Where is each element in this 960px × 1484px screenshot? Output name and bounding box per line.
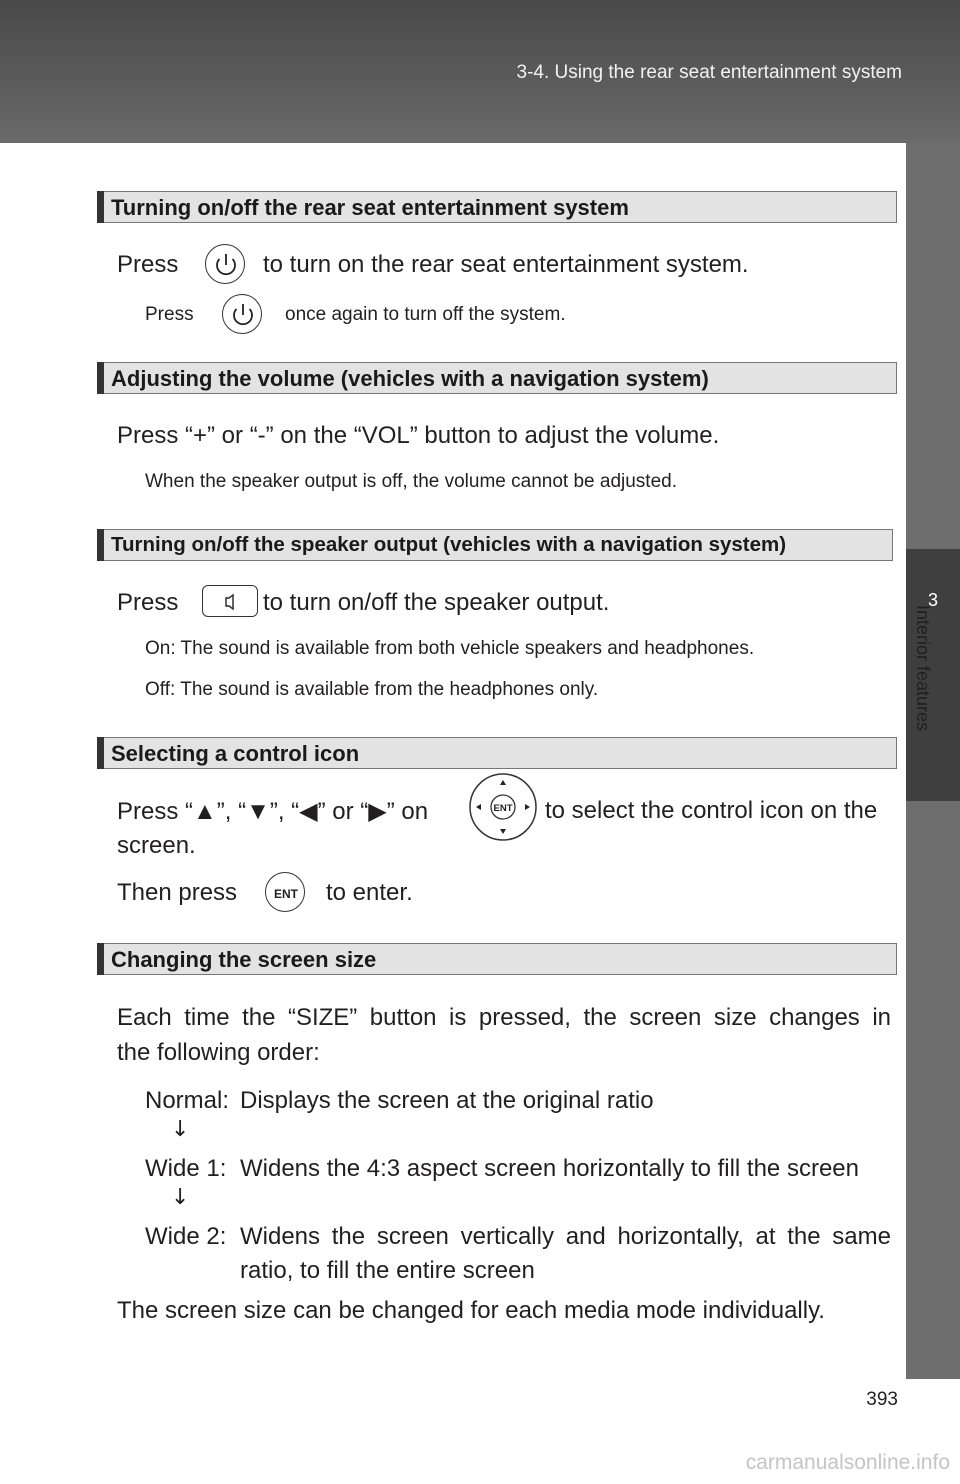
screen-size-intro-line1: Each time the “SIZE” button is pressed, …: [117, 1004, 891, 1031]
screen-size-footer: The screen size can be changed for each …: [117, 1297, 825, 1324]
speaker-button-icon: [202, 585, 258, 617]
power-note-suffix: once again to turn off the system.: [285, 304, 566, 325]
chapter-label: Interior features: [913, 604, 933, 732]
directional-pad-icon: ENT: [468, 772, 538, 842]
section-heading-control-icon: Selecting a control icon: [97, 737, 897, 769]
mode-desc-wide2: Widens the screen vertically and horizon…: [240, 1223, 891, 1250]
chapter-marker: [906, 549, 960, 801]
control-instruction-continued: screen.: [117, 832, 196, 859]
section-heading-volume: Adjusting the volume (vehicles with a na…: [97, 362, 897, 394]
speaker-instruction-prefix: Press: [117, 589, 179, 616]
mode-desc-wide1: Widens the 4:3 aspect screen horizontall…: [240, 1155, 859, 1182]
order-arrow: ↓: [171, 1185, 190, 1210]
speaker-note-on: On: The sound is available from both veh…: [145, 638, 755, 659]
speaker-note-off: Off: The sound is available from the hea…: [145, 679, 599, 700]
watermark: carmanualsonline.info: [745, 1451, 950, 1474]
mode-name-wide1: Wide 1:: [145, 1155, 227, 1182]
chapter-number: 3: [927, 590, 938, 610]
volume-instruction: Press “+” or “-” on the “VOL” button to …: [117, 422, 720, 449]
heading-text: Changing the screen size: [111, 947, 377, 972]
section-heading-power: Turning on/off the rear seat entertainme…: [97, 191, 897, 223]
enter-label: ENT: [494, 803, 513, 814]
order-arrow: ↓: [171, 1117, 190, 1142]
mode-desc-wide2-cont: ratio, to fill the entire screen: [240, 1257, 535, 1284]
enter-button-icon: ENT: [265, 872, 305, 912]
chapter-side-tab: 3 Interior features: [906, 143, 960, 1379]
heading-text: Turning on/off the rear seat entertainme…: [111, 195, 629, 220]
heading-text: Adjusting the volume (vehicles with a na…: [111, 366, 709, 391]
power-instruction-prefix: Press: [117, 251, 179, 278]
mode-name-normal: Normal:: [145, 1087, 230, 1114]
control-instruction-prefix: Press “▲”, “▼”, “◀” or “▶” on: [117, 798, 429, 825]
power-note-prefix: Press: [145, 304, 194, 325]
speaker-instruction-suffix: to turn on/off the speaker output.: [263, 589, 610, 616]
control-instruction-suffix: to select the control icon on the: [545, 797, 878, 824]
enter-instruction-prefix: Then press: [117, 879, 238, 906]
power-button-icon: [222, 294, 262, 334]
page-header: 3-4. Using the rear seat entertainment s…: [0, 0, 960, 143]
section-heading-screen-size: Changing the screen size: [97, 943, 897, 975]
heading-text: Selecting a control icon: [111, 741, 360, 766]
screen-size-intro-line2: the following order:: [117, 1039, 320, 1066]
enter-label: ENT: [274, 887, 299, 901]
power-instruction-suffix: to turn on the rear seat entertainment s…: [263, 251, 749, 278]
mode-desc-normal: Displays the screen at the original rati…: [240, 1087, 654, 1114]
power-button-icon: [205, 244, 245, 284]
heading-text: Turning on/off the speaker output (vehic…: [111, 533, 787, 556]
enter-instruction-suffix: to enter.: [326, 879, 413, 906]
section-heading-speaker: Turning on/off the speaker output (vehic…: [97, 529, 893, 561]
section-title: 3-4. Using the rear seat entertainment s…: [516, 62, 902, 83]
mode-name-wide2: Wide 2:: [145, 1223, 227, 1250]
volume-note: When the speaker output is off, the volu…: [145, 471, 677, 492]
page-number: 393: [866, 1389, 898, 1410]
